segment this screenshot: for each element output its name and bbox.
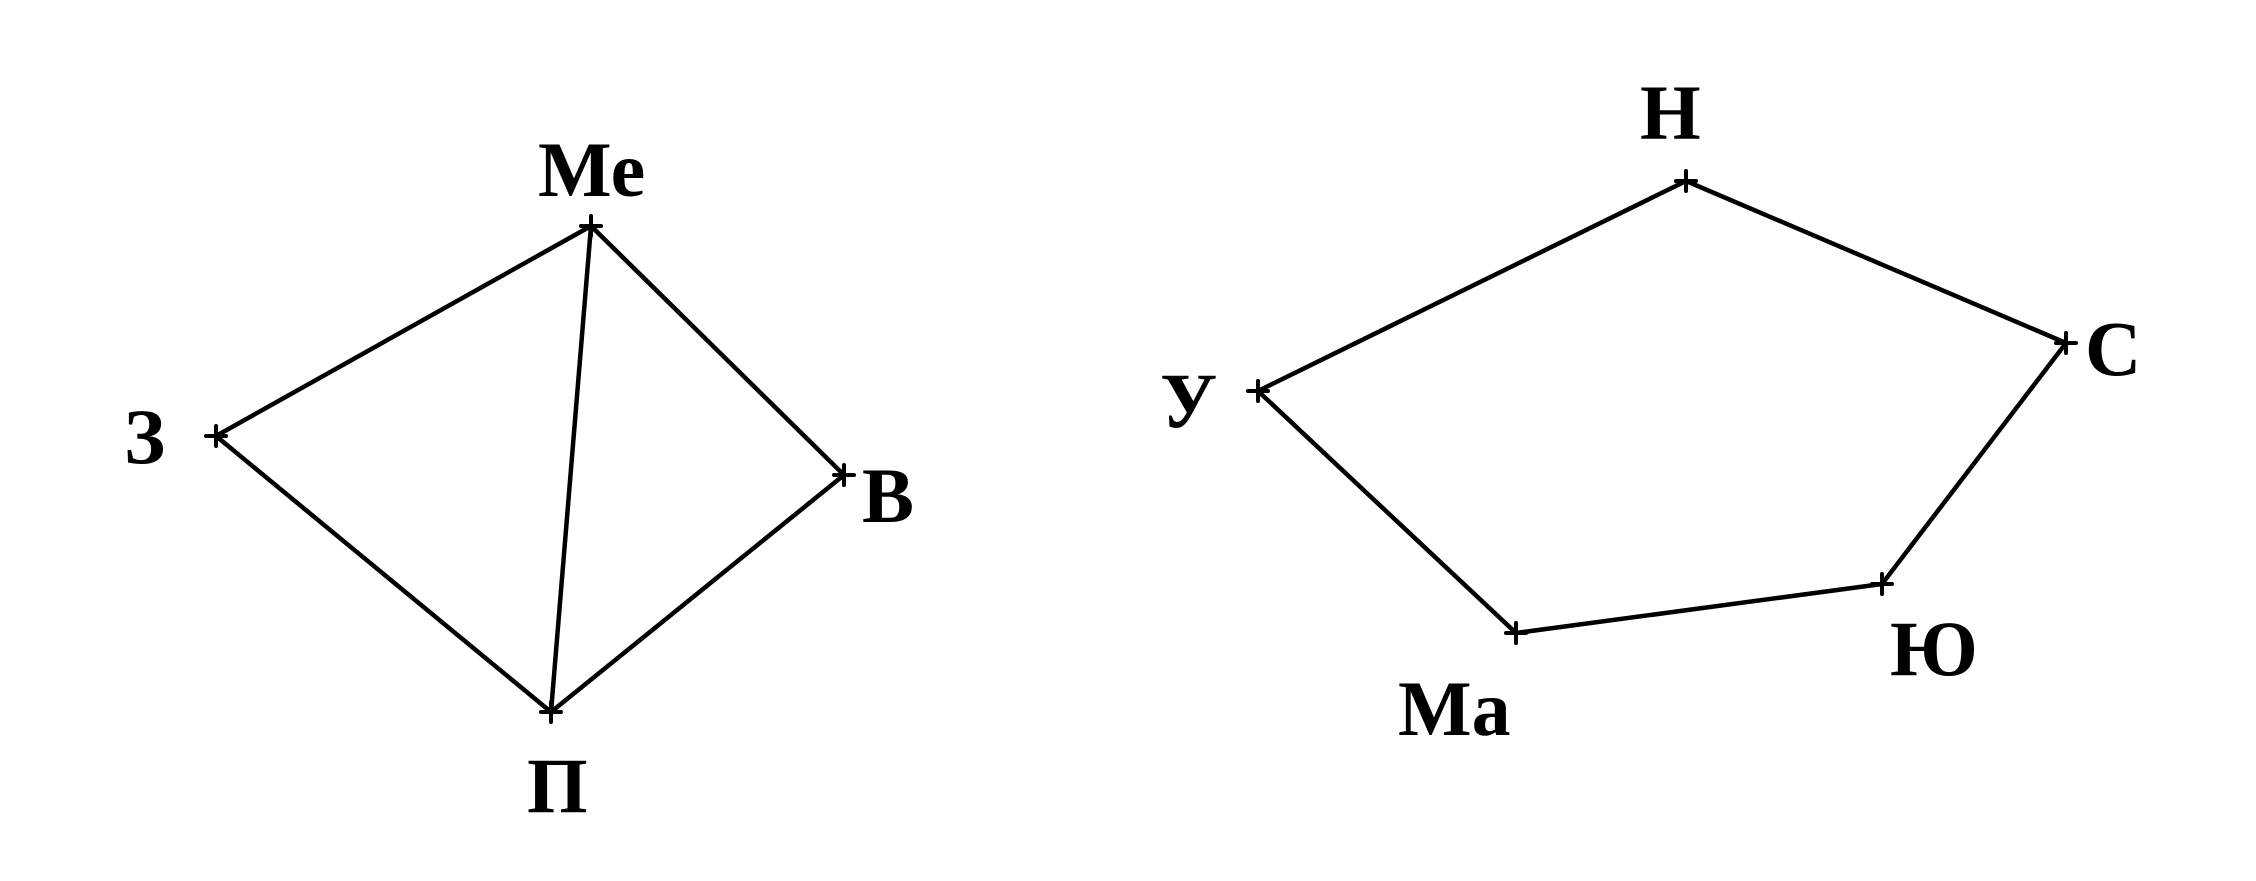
node-me-marker — [579, 214, 603, 238]
edge-n-s — [1683, 178, 2069, 346]
edge-me-v — [588, 223, 847, 478]
node-v-marker — [832, 463, 856, 487]
node-v-label: В — [862, 452, 914, 539]
edge-ma-u — [1255, 388, 1519, 636]
node-yu-marker — [1870, 572, 1894, 596]
left-graph: Ме З В П — [124, 126, 914, 829]
edge-s-yu — [1879, 340, 2069, 587]
node-z-marker — [204, 424, 228, 448]
node-ma-label: Ма — [1398, 665, 1511, 752]
node-u-marker — [1246, 379, 1270, 403]
edge-u-n — [1255, 178, 1689, 394]
node-me-label: Ме — [538, 126, 645, 213]
node-s-label: С — [2085, 305, 2141, 392]
node-n-marker — [1674, 169, 1698, 193]
node-p-label: П — [527, 742, 588, 829]
node-z: З — [124, 393, 228, 480]
node-n: Н — [1640, 69, 1701, 193]
edge-v-p — [548, 472, 847, 715]
edge-yu-ma — [1513, 581, 1885, 636]
node-s: С — [2054, 305, 2141, 392]
node-z-label: З — [124, 393, 165, 480]
node-v: В — [832, 452, 914, 539]
edge-me-z — [213, 223, 594, 439]
node-p-marker — [539, 700, 563, 724]
edge-me-p — [548, 223, 594, 715]
node-n-label: Н — [1640, 69, 1701, 156]
edge-z-p — [213, 433, 554, 715]
node-s-marker — [2054, 331, 2078, 355]
node-yu: Ю — [1870, 572, 1978, 692]
node-ma: Ма — [1398, 621, 1528, 752]
node-u: У — [1160, 357, 1270, 444]
node-yu-label: Ю — [1890, 605, 1978, 692]
node-u-label: У — [1160, 357, 1217, 444]
node-ma-marker — [1504, 621, 1528, 645]
right-graph: Н С У Ю Ма — [1160, 69, 2141, 752]
node-p: П — [527, 700, 588, 829]
node-me: Ме — [538, 126, 645, 238]
